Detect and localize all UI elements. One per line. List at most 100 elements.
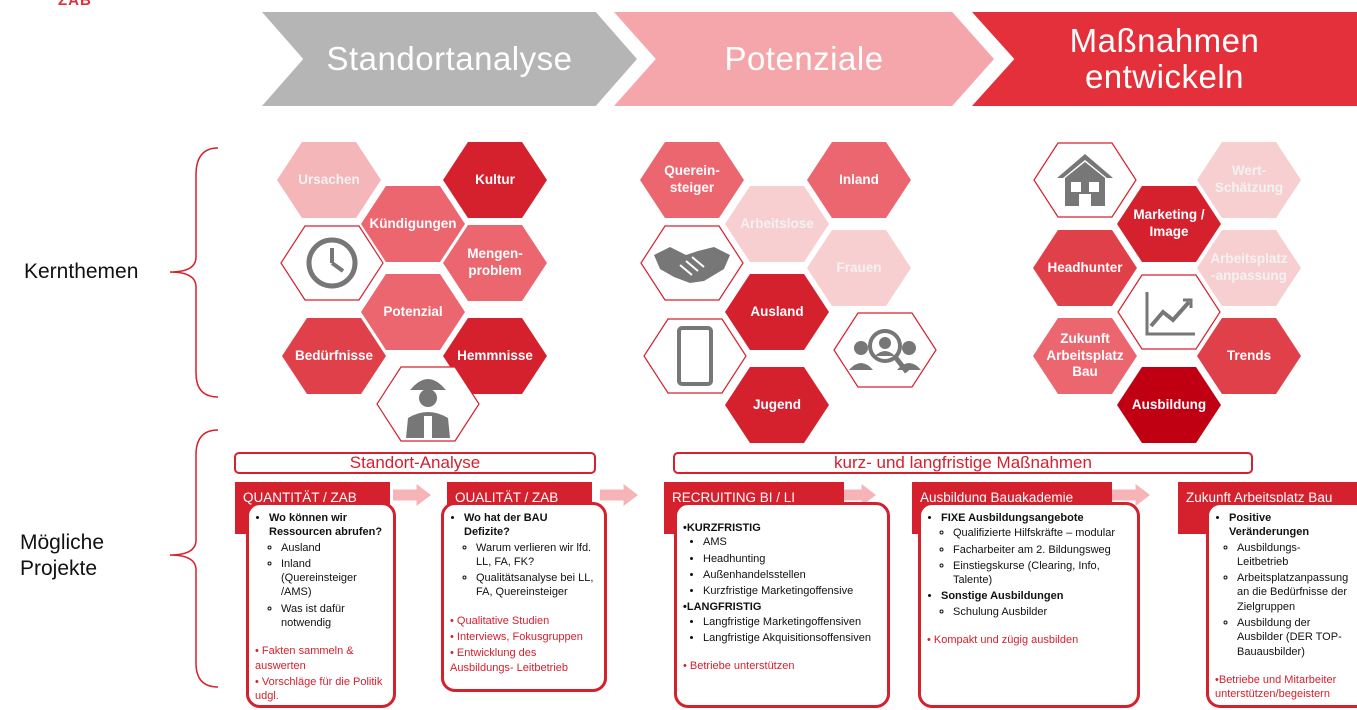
- banner-standort-analyse: Standort-Analyse: [234, 452, 596, 474]
- red-note: • Qualitative Studien: [450, 614, 550, 627]
- phase-potenziale: Potenziale: [614, 12, 994, 106]
- list-item: Qualifizierte Hilfskräfte – modular: [953, 526, 1131, 540]
- question-line2: Defizite?: [464, 526, 510, 539]
- hex-quereinsteiger-line2: steiger: [669, 180, 715, 195]
- chart-up-icon: [1117, 274, 1221, 350]
- list-item: Außenhandelsstellen: [703, 568, 881, 582]
- project-card-recruiting: •KURZFRISTIG AMS Headhunting Außenhandel…: [674, 502, 890, 708]
- hex-arbeitslose: Arbeitslose: [725, 186, 829, 262]
- list-item: Positive Veränderungen Ausbildungs- Leit…: [1229, 511, 1351, 659]
- kernthemen-label: Kernthemen: [24, 260, 139, 283]
- question-line2: Ressourcen abrufen?: [269, 526, 383, 539]
- list-item: Ausland: [281, 541, 387, 555]
- banner-massnahmen: kurz- und langfristige Maßnahmen: [673, 452, 1253, 474]
- phase-label-line2b: entwickeln: [1084, 58, 1245, 95]
- question-line1: Wo hat der BAU: [464, 512, 548, 524]
- list-item: Schulung Ausbilder: [953, 605, 1131, 619]
- list-item: Qualitätsanalyse bei LL, FA, Quereinstei…: [476, 571, 598, 600]
- list-item: Langfristige Akquisitionsoffensiven: [703, 631, 881, 645]
- kurzfristig-heading: •KURZFRISTIG: [683, 522, 761, 534]
- list-item: Was ist dafür notwendig: [281, 602, 387, 631]
- list-item: Kurzfristige Marketingoffensive: [703, 584, 881, 598]
- kurzfristig-label: KURZFRISTIG: [686, 522, 761, 534]
- question-line1: Wo können wir: [269, 512, 348, 524]
- hex-quereinsteiger: Querein- steiger: [640, 142, 744, 218]
- hex-marketing-line2: Image: [1149, 224, 1189, 239]
- list-item: Langfristige Marketingoffensiven: [703, 615, 881, 629]
- langfristig-label: LANGFRISTIG: [686, 601, 762, 614]
- red-note: • Entwicklung des Ausbildungs- Leitbetri…: [450, 647, 569, 674]
- list-item: Headhunting: [703, 552, 881, 566]
- hex-zukunft-line2: Arbeitsplatz: [1046, 347, 1124, 363]
- phase-label: Standortanalyse: [326, 39, 573, 77]
- project-card-qualitaet: Wo hat der BAU Defizite? Warum verlieren …: [441, 502, 607, 692]
- red-note: • Fakten sammeln & auswerten: [255, 645, 354, 672]
- hex-wertschaetzung: Wert- Schätzung: [1197, 142, 1301, 218]
- positive-label: Positive Veränderungen: [1229, 512, 1310, 539]
- phase-standortanalyse: Standortanalyse: [262, 12, 637, 106]
- list-item: AMS: [703, 535, 881, 549]
- hex-beduerfnisse: Bedürfnisse: [282, 318, 386, 394]
- projekte-label-line1: Mögliche: [20, 531, 105, 554]
- hex-jugend: Jugend: [725, 367, 829, 443]
- hex-zukunft-line3: Bau: [1072, 364, 1098, 380]
- projekte-label-line2: Projekte: [20, 557, 98, 581]
- brace-icon: [169, 147, 219, 688]
- connector-arrow: [600, 484, 638, 506]
- hex-headhunter: Headhunter: [1033, 230, 1137, 306]
- clock-icon: [280, 225, 384, 301]
- hex-zukunft-line1: Zukunft: [1060, 330, 1110, 346]
- fixe-label: FIXE Ausbildungsangebote: [941, 512, 1084, 524]
- handshake-icon: [640, 225, 744, 301]
- hex-kuendigungen: Kündigungen: [361, 186, 465, 262]
- list-item: Ausbildungs- Leitbetrieb: [1237, 541, 1351, 570]
- hex-quereinsteiger-line1: Querein-: [664, 163, 720, 179]
- hex-arbeitsplatz-line1: Arbeitsplatz: [1210, 251, 1288, 267]
- hex-kultur: Kultur: [443, 142, 547, 218]
- logo: ZAB: [58, 0, 92, 9]
- hex-ursachen: Ursachen: [277, 142, 381, 218]
- connector-arrow: [838, 484, 876, 506]
- list-item: Facharbeiter am 2. Bildungsweg: [953, 543, 1131, 557]
- hex-trends: Trends: [1197, 318, 1301, 394]
- langfristig-heading: •LANGFRISTIG: [683, 601, 762, 614]
- hex-mengenproblem: Mengen- problem: [443, 225, 547, 301]
- hex-ausland: Ausland: [725, 274, 829, 350]
- list-item: Einstiegskurse (Clearing, Info, Talente): [953, 559, 1131, 588]
- hex-mengenproblem-line1: Mengen-: [467, 246, 523, 262]
- list-item: FIXE Ausbildungsangebote Qualifizierte H…: [941, 511, 1131, 587]
- tablet-icon: [643, 318, 747, 394]
- hex-zukunft: Zukunft Arbeitsplatz Bau: [1033, 318, 1137, 394]
- red-note: •Betriebe und Mitarbeiter unterstützen/b…: [1215, 673, 1337, 701]
- red-note: • Kompakt und zügig ausbilden: [927, 634, 1079, 647]
- worker-icon: [376, 366, 480, 442]
- house-icon: [1033, 142, 1137, 218]
- phase-massnahmen: Maßnahmen entwickeln entwickeln: [972, 12, 1357, 106]
- list-item: Warum verlieren wir lfd. LL, FA, FK?: [476, 541, 598, 570]
- hex-mengenproblem-line2: problem: [468, 263, 522, 278]
- hex-marketing-line1: Marketing /: [1133, 207, 1205, 223]
- project-card-ausbildung: FIXE Ausbildungsangebote Qualifizierte H…: [918, 502, 1140, 708]
- sonstige-label: Sonstige Ausbildungen: [941, 590, 1064, 603]
- list-item: Sonstige Ausbildungen Schulung Ausbilder: [941, 589, 1131, 619]
- people-search-icon: [833, 312, 937, 388]
- phase-label: Potenziale: [724, 39, 884, 77]
- list-item: Ausbildung der Ausbilder (DER TOP- Bauau…: [1237, 616, 1351, 659]
- connector-arrow: [1112, 484, 1150, 506]
- hex-wertschaetzung-line1: Wert-: [1231, 163, 1267, 179]
- hex-ausbildung: Ausbildung: [1117, 367, 1221, 443]
- hex-potenzial: Potenzial: [361, 274, 465, 350]
- hex-arbeitsplatzanpassung: Arbeitsplatz -anpassung: [1197, 230, 1301, 306]
- list-item: Arbeitsplatzanpassung an die Bedürfnisse…: [1237, 571, 1351, 614]
- red-note: • Vorschläge für die Politik udgl.: [255, 675, 383, 703]
- list-item: Inland (Quereinsteiger /AMS): [281, 557, 387, 600]
- hex-inland: Inland: [807, 142, 911, 218]
- hex-marketing: Marketing / Image: [1117, 186, 1221, 262]
- red-note: • Interviews, Fokusgruppen: [450, 631, 583, 644]
- list-item: Wo hat der BAU Defizite? Warum verlieren …: [464, 511, 598, 600]
- hex-frauen: Frauen: [807, 230, 911, 306]
- red-note: • Betriebe unterstützen: [683, 660, 795, 673]
- hex-arbeitsplatz-line2: -anpassung: [1211, 268, 1287, 283]
